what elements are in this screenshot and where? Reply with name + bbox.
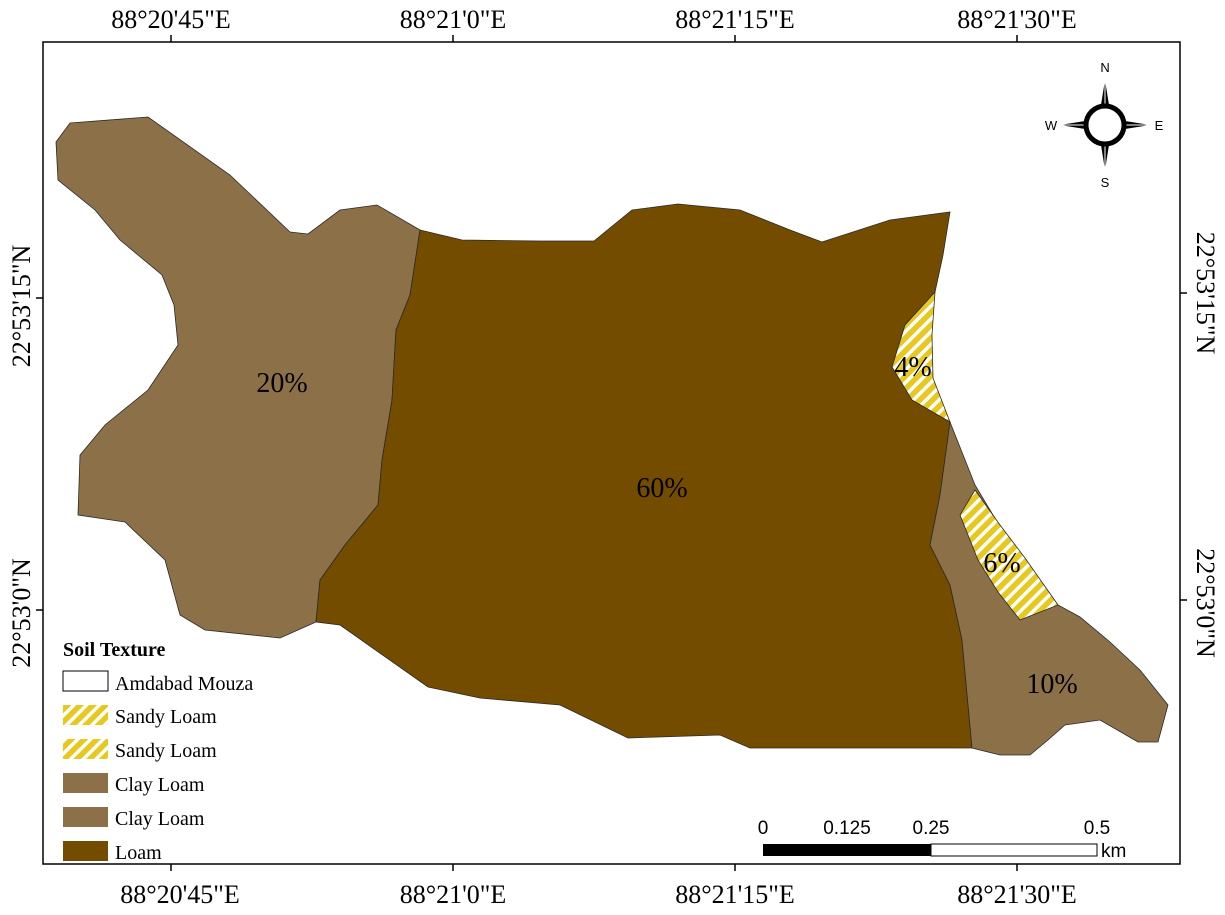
legend-label-amdabad-mouza: Amdabad Mouza <box>115 673 253 695</box>
compass-east-label: E <box>1155 118 1164 133</box>
bottom-label-2: 88°21'0"E <box>400 880 507 909</box>
legend: Soil Texture Amdabad Mouza Sandy Loam Sa… <box>62 639 253 864</box>
legend-swatch-clay-loam-2 <box>63 807 108 827</box>
legend-swatch-sandy-loam-1 <box>63 705 108 725</box>
legend-swatch-loam <box>63 841 108 861</box>
top-label-1: 88°20'45"E <box>111 5 231 34</box>
compass-north-label: N <box>1100 60 1109 75</box>
region-sandy-loam-south <box>959 489 1059 621</box>
bottom-label-1: 88°20'45"E <box>120 880 240 909</box>
legend-label-clay-loam-2: Clay Loam <box>115 808 205 830</box>
scale-tick-025: 0.25 <box>913 818 950 839</box>
scale-tick-0125: 0.125 <box>823 818 871 839</box>
bottom-label-3: 88°21'15"E <box>675 880 795 909</box>
right-label-2: 22°53'0"N <box>1191 548 1220 658</box>
label-sandy-loam-north: 4% <box>894 352 931 383</box>
region-sandy-loam-north <box>891 290 951 423</box>
compass-rose-icon: N S E W <box>1045 60 1164 190</box>
label-sandy-loam-south: 6% <box>983 548 1020 579</box>
legend-label-sandy-loam-1: Sandy Loam <box>115 706 217 728</box>
scale-unit: km <box>1101 841 1126 862</box>
scale-tick-05: 0.5 <box>1084 818 1110 839</box>
region-clay-loam-east <box>929 420 1169 756</box>
frame-ticks <box>36 35 1187 871</box>
map-content: 20% 60% 4% 6% 10% N S E W Soil Texture A… <box>55 60 1169 864</box>
scale-bar: 0 0.125 0.25 0.5 km <box>758 818 1127 862</box>
legend-title: Soil Texture <box>63 639 166 661</box>
right-label-1: 22°53'15"N <box>1191 232 1220 355</box>
scale-bar-segment-1 <box>763 844 931 856</box>
legend-swatch-amdabad-mouza <box>62 670 109 692</box>
top-label-3: 88°21'15"E <box>675 5 795 34</box>
legend-label-loam: Loam <box>115 842 162 864</box>
legend-swatch-clay-loam-1 <box>63 773 108 793</box>
label-clay-loam-west: 20% <box>256 368 307 399</box>
bottom-label-4: 88°21'30"E <box>957 880 1077 909</box>
scale-tick-0: 0 <box>758 818 769 839</box>
legend-label-clay-loam-1: Clay Loam <box>115 774 205 796</box>
top-label-2: 88°21'0"E <box>400 5 507 34</box>
left-label-2: 22°53'0"N <box>7 558 36 668</box>
compass-south-label: S <box>1101 175 1110 190</box>
compass-west-label: W <box>1045 118 1058 133</box>
legend-label-sandy-loam-2: Sandy Loam <box>115 740 217 762</box>
left-label-1: 22°53'15"N <box>7 245 36 368</box>
label-loam-center: 60% <box>636 473 687 504</box>
region-clay-loam-west <box>55 116 421 639</box>
legend-swatch-sandy-loam-2 <box>63 739 108 759</box>
label-clay-loam-east: 10% <box>1026 669 1077 700</box>
scale-bar-segment-2 <box>930 843 1098 857</box>
top-label-4: 88°21'30"E <box>957 5 1077 34</box>
